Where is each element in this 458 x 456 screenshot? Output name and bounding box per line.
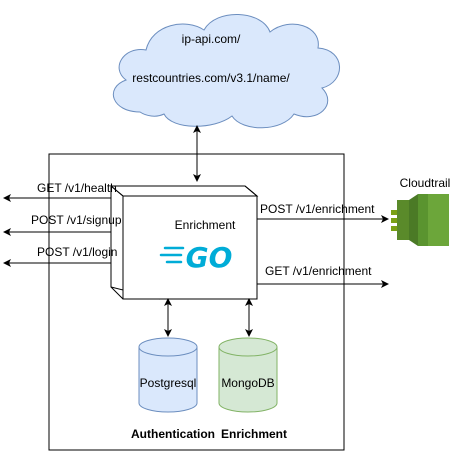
mongodb-caption: Enrichment xyxy=(221,427,287,441)
mongodb-label: MongoDB xyxy=(221,376,274,390)
postgres-caption: Authentication xyxy=(131,427,215,441)
cloud-line2: restcountries.com/v3.1/name/ xyxy=(132,71,290,85)
external-apis-cloud: ip-api.com/ restcountries.com/v3.1/name/ xyxy=(113,14,340,129)
postgres-database: Postgresql xyxy=(138,337,198,413)
left-endpoints: GET /v1/health POST /v1/signup POST /v1/… xyxy=(3,181,122,267)
go-logo-text: GO xyxy=(186,241,233,274)
cloudtrail-icon: Cloudtrail xyxy=(391,176,450,246)
cloud-shape xyxy=(113,14,340,129)
endpoint-label-login: POST /v1/login xyxy=(37,245,117,259)
cloud-line1: ip-api.com/ xyxy=(182,32,241,46)
enrichment-service-cube: Enrichment xyxy=(109,185,259,300)
endpoint-label-signup: POST /v1/signup xyxy=(31,213,122,227)
right-endpoints: POST /v1/enrichment GET /v1/enrichment xyxy=(257,202,389,288)
cloudtrail-label: Cloudtrail xyxy=(400,176,451,190)
service-label: Enrichment xyxy=(175,218,236,232)
endpoint-label-health: GET /v1/health xyxy=(37,181,117,195)
go-logo: GO xyxy=(159,241,233,274)
postgres-label: Postgresql xyxy=(140,376,197,390)
endpoint-label-post-enrichment: POST /v1/enrichment xyxy=(260,202,375,216)
endpoint-label-get-enrichment: GET /v1/enrichment xyxy=(265,264,372,278)
mongodb-database: MongoDB xyxy=(218,337,278,413)
